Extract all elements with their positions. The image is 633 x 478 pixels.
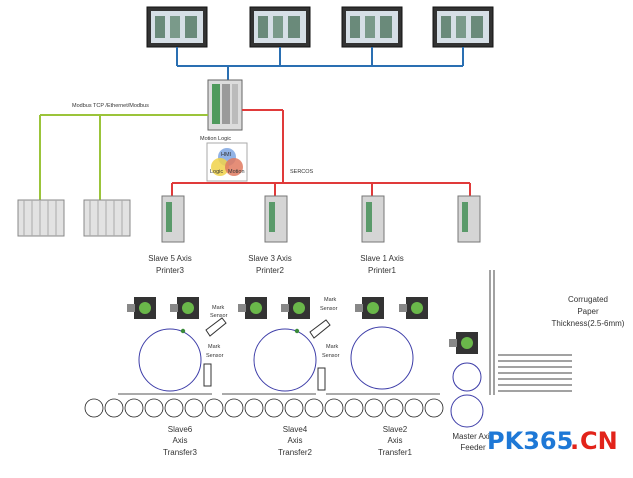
hmi-panels [146, 6, 494, 48]
ethernet-lines [176, 47, 464, 82]
watermark-main: PK365 [487, 427, 573, 455]
hmi-panel-icon [341, 6, 403, 48]
chip-motion-label: Motion [228, 169, 245, 175]
transfer-label: Slave2 [383, 425, 408, 434]
transfer-label: Slave6 [168, 425, 193, 434]
master-axis-label: Master Axis [452, 432, 493, 441]
servo-drive-icon [264, 195, 288, 243]
hmi-panel-icon [146, 6, 208, 48]
master-axis-label: Feeder [460, 443, 486, 452]
drive-title: Slave 1 Axis [360, 254, 404, 263]
feeder-roller [452, 362, 482, 392]
servo-motors [127, 297, 478, 354]
servo-motor-icon [238, 297, 267, 319]
servo-motor-icon [127, 297, 156, 319]
servo-motor-icon [170, 297, 199, 319]
print-cylinder [253, 328, 317, 392]
sensor-label: Mark [326, 344, 338, 350]
modbus-lines [39, 114, 208, 200]
watermark-dot: . [570, 427, 579, 455]
sensor-label: Sensor [206, 353, 224, 359]
hmi-panel-icon [249, 6, 311, 48]
sensor-label: Mark [208, 344, 220, 350]
print-cylinder [138, 328, 202, 392]
transfer-label: Axis [287, 436, 302, 445]
print-cylinders [138, 326, 484, 428]
hmi-panel-icon [432, 6, 494, 48]
drive-title: Slave 5 Axis [148, 254, 192, 263]
controller-label: Motion Logic [200, 136, 231, 142]
servo-motor-icon [281, 297, 310, 319]
transfer-rollers [84, 398, 444, 418]
servo-motor-icon [355, 297, 384, 319]
servo-motor-icon [449, 332, 478, 354]
sensor-label: Sensor [320, 306, 338, 312]
watermark-suffix: CN [580, 427, 618, 455]
drive-title: Slave 3 Axis [248, 254, 292, 263]
mark-dot [180, 328, 186, 334]
transfer-label: Slave4 [283, 425, 308, 434]
servo-drive-icon [361, 195, 385, 243]
sensor-label: Mark [324, 297, 336, 303]
mark-dot [294, 328, 300, 334]
drive-subtitle: Printer2 [256, 266, 285, 275]
servo-drive-icon [161, 195, 185, 243]
feeder-roller [450, 394, 484, 428]
drive-subtitle: Printer1 [368, 266, 397, 275]
mark-sensor-icon [309, 319, 331, 339]
transfer-label: Axis [172, 436, 187, 445]
mark-sensor-icon [317, 367, 326, 391]
fieldbus-label: Modbus TCP /Ethernet/Modbus [72, 103, 149, 109]
drive-subtitle: Printer3 [156, 266, 185, 275]
chip-logic-label: Logic [210, 169, 223, 175]
mark-sensor-icon [203, 363, 212, 387]
io-module-icon [83, 199, 131, 237]
sercos-lines [171, 109, 471, 196]
chip-hmi-label: HMI [221, 152, 232, 158]
sensor-label: Sensor [210, 313, 228, 319]
sensor-label: Mark [212, 305, 224, 311]
paper-label: Thickness(2.5-6mm) [552, 319, 625, 328]
sercos-label: SERCOS [290, 169, 314, 175]
transfer-label: Transfer2 [278, 448, 312, 457]
servo-drive-icon [457, 195, 481, 243]
sensor-label: Sensor [322, 353, 340, 359]
watermark: PK365 . CN [487, 427, 618, 455]
transfer-label: Transfer1 [378, 448, 412, 457]
controller-chip: HMI Logic Motion [206, 142, 248, 182]
motion-controller-icon [207, 79, 243, 131]
paper-label: Corrugated [568, 295, 608, 304]
paper-label: Paper [577, 307, 599, 316]
paper-stack [489, 270, 572, 395]
mark-sensor-icon [205, 317, 227, 337]
transfer-label: Transfer3 [163, 448, 197, 457]
print-cylinder [350, 326, 414, 390]
transfer-label: Axis [387, 436, 402, 445]
io-module-icon [17, 199, 65, 237]
servo-motor-icon [399, 297, 428, 319]
